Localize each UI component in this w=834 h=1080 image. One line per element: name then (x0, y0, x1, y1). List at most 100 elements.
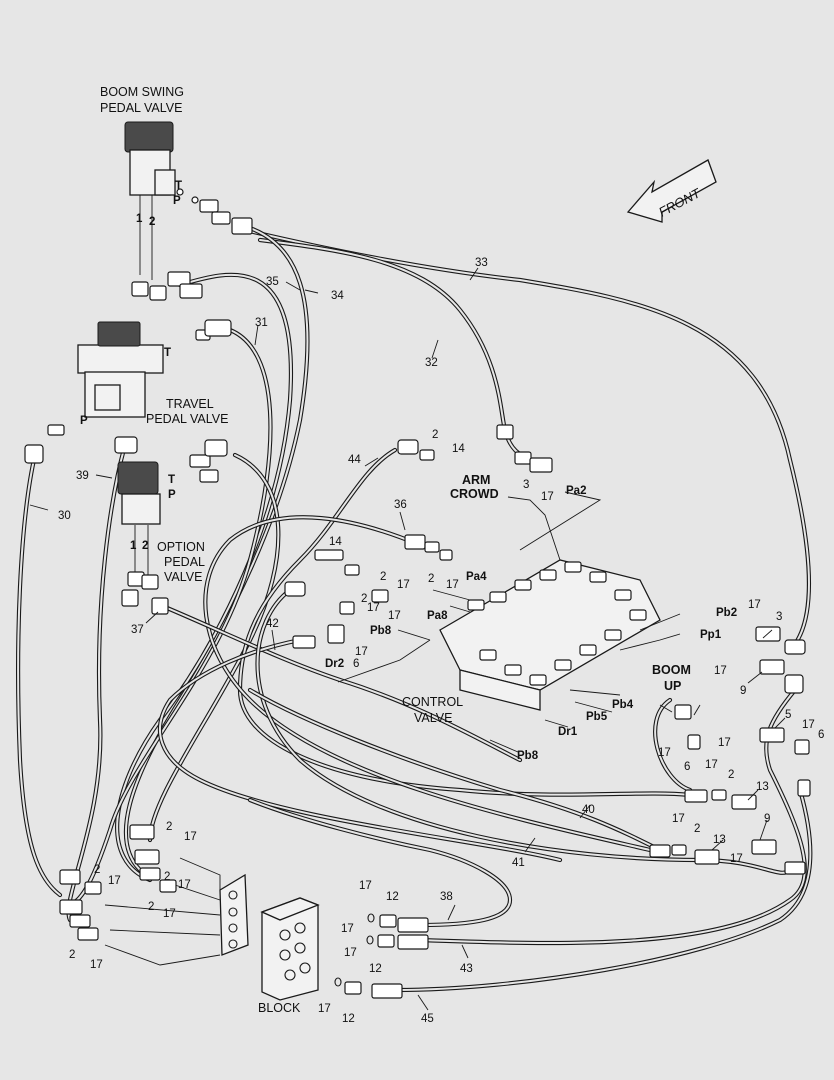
callout-34: 34 (331, 290, 344, 302)
callout-17-u: 17 (341, 923, 354, 935)
callout-2-k: 2 (69, 949, 75, 961)
callout-12-c: 12 (342, 1013, 355, 1025)
callout-44: 44 (348, 454, 361, 466)
option-label-line3: VALVE (164, 570, 202, 584)
control-label-line2: VALVE (414, 711, 452, 725)
callout-13-b: 13 (713, 834, 726, 846)
callout-12-a: 12 (386, 891, 399, 903)
callout-17-t: 17 (359, 880, 372, 892)
callout-2-f: 2 (694, 823, 700, 835)
port-pb8-top: Pb8 (370, 625, 392, 637)
callout-30: 30 (58, 510, 71, 522)
port-pp1: Pp1 (700, 629, 722, 641)
callout-14-a: 14 (452, 443, 465, 455)
callout-1-option: 1 (130, 540, 137, 552)
callout-14-b: 14 (329, 536, 342, 548)
arm-crowd-label-line1: ARM (462, 473, 490, 487)
callout-5: 5 (785, 709, 791, 721)
port-p-boom: P (173, 195, 181, 207)
callout-40: 40 (582, 804, 595, 816)
callout-45: 45 (421, 1013, 434, 1025)
hose-43 (417, 687, 807, 946)
callout-6-c: 6 (684, 761, 690, 773)
callout-31: 31 (255, 317, 268, 329)
callout-6-a: 6 (353, 658, 359, 670)
block-label: BLOCK (258, 1001, 301, 1015)
callout-38: 38 (440, 891, 453, 903)
callout-17-k: 17 (658, 747, 671, 759)
port-pa4: Pa4 (466, 571, 487, 583)
text-labels: BOOM SWING PEDAL VALVE TRAVEL PEDAL VALV… (58, 85, 824, 1025)
port-pb5: Pb5 (586, 711, 608, 723)
callout-1-boom: 1 (136, 213, 143, 225)
callout-17-p: 17 (178, 879, 191, 891)
travel-label-line1: TRAVEL (166, 397, 214, 411)
travel-label-line2: PEDAL VALVE (146, 412, 228, 426)
option-label-line2: PEDAL (164, 555, 205, 569)
option-label-line1: OPTION (157, 540, 205, 554)
callout-17-q: 17 (163, 908, 176, 920)
callout-32: 32 (425, 357, 438, 369)
port-pa2: Pa2 (566, 485, 586, 497)
callout-17-d: 17 (367, 602, 380, 614)
boom-swing-label-line2: PEDAL VALVE (100, 101, 182, 115)
callout-36: 36 (394, 499, 407, 511)
callout-17-m: 17 (672, 813, 685, 825)
port-dr2: Dr2 (325, 658, 344, 670)
port-pb8-bottom: Pb8 (517, 750, 539, 762)
callout-17-e: 17 (388, 610, 401, 622)
callout-42: 42 (266, 618, 279, 630)
callout-37: 37 (131, 624, 144, 636)
hose-45 (392, 787, 813, 993)
callout-2-c: 2 (380, 571, 386, 583)
front-arrow: FRONT (626, 159, 717, 223)
bulkhead-plate (104, 857, 249, 966)
port-dr1: Dr1 (558, 726, 578, 738)
leader-lines (29, 267, 786, 1011)
boom-up-label-line2: UP (664, 679, 681, 693)
callout-17-i: 17 (802, 719, 815, 731)
callout-17-v: 17 (344, 947, 357, 959)
callout-3-a: 3 (523, 479, 529, 491)
callout-39: 39 (76, 470, 89, 482)
callout-2-b: 2 (428, 573, 434, 585)
option-pedal-valve (114, 436, 228, 615)
callout-33: 33 (475, 257, 488, 269)
arm-crowd-label-line2: CROWD (450, 487, 499, 501)
callout-17-o: 17 (184, 831, 197, 843)
port-t-boom: T (175, 180, 182, 192)
callout-17-s: 17 (90, 959, 103, 971)
callout-35: 35 (266, 276, 279, 288)
callout-17-j: 17 (718, 737, 731, 749)
port-pb4: Pb4 (612, 699, 634, 711)
callout-2-a: 2 (432, 429, 438, 441)
callout-2-d: 2 (361, 593, 367, 605)
port-pb2: Pb2 (716, 607, 737, 619)
control-label-line1: CONTROL (402, 695, 463, 709)
port-t-option: T (168, 474, 175, 486)
callout-17-r: 17 (108, 875, 121, 887)
port-p-option: P (168, 489, 176, 501)
boom-up-label-line1: BOOM (652, 663, 691, 677)
travel-pedal-valve (24, 319, 232, 464)
callout-2-i: 2 (148, 901, 154, 913)
callout-2-boom: 2 (149, 216, 155, 228)
hose-39 (66, 442, 128, 923)
port-pa8: Pa8 (427, 610, 448, 622)
callout-6-b: 6 (818, 729, 824, 741)
callout-41: 41 (512, 857, 525, 869)
callout-17-b: 17 (446, 579, 459, 591)
callout-3-b: 3 (776, 611, 782, 623)
port-t-travel: T (164, 347, 171, 359)
callout-17-l: 17 (705, 759, 718, 771)
callout-12-b: 12 (369, 963, 382, 975)
callout-9-a: 9 (740, 685, 746, 697)
boom-swing-label-line1: BOOM SWING (100, 85, 184, 99)
callout-2-option: 2 (142, 540, 148, 552)
callout-9-b: 9 (764, 813, 770, 825)
callout-17-w: 17 (318, 1003, 331, 1015)
callout-2-g: 2 (166, 821, 172, 833)
callout-43: 43 (460, 963, 473, 975)
callout-2-h: 2 (164, 871, 170, 883)
boom-swing-pedal-valve (124, 121, 253, 301)
